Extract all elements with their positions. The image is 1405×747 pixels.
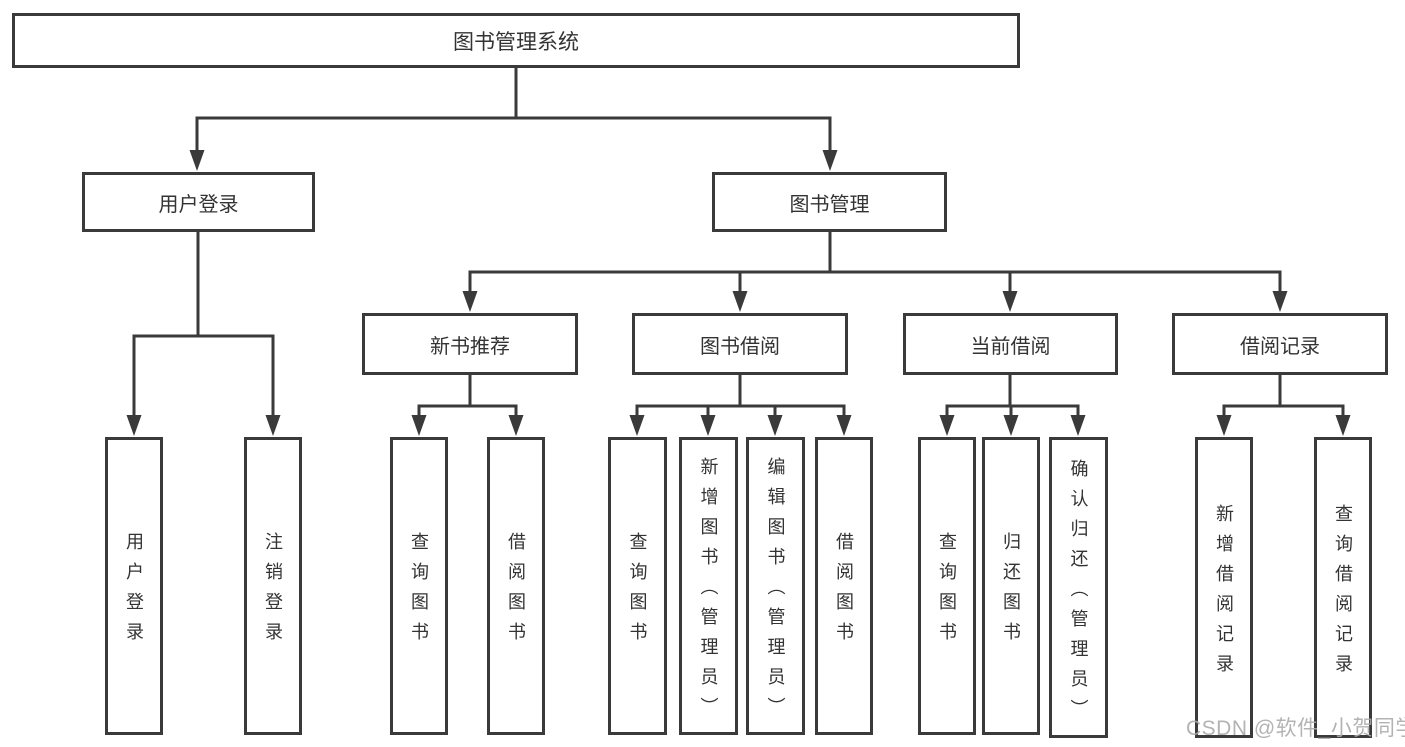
leaf-borrowing-edit-books-admin-label: 编辑图书（管理员）: [765, 457, 786, 727]
leaf-current-confirm-return-admin-label: 确认归还（管理员）: [1068, 458, 1089, 729]
node-book-management: 图书管理: [712, 172, 947, 232]
leaf-current-return-books: 归还图书: [982, 437, 1040, 735]
node-user-login: 用户登录: [82, 172, 315, 232]
leaf-borrowing-borrow-books-label: 借阅图书: [834, 532, 854, 652]
leaf-current-return-books-label: 归还图书: [1001, 532, 1021, 652]
leaf-borrowing-edit-books-admin: 编辑图书（管理员）: [746, 437, 805, 735]
node-current-borrowing: 当前借阅: [903, 313, 1118, 375]
leaf-newbook-query-books-label: 查询图书: [409, 532, 429, 652]
leaf-records-add-record-label: 新增借阅记录: [1214, 503, 1234, 684]
leaf-logout-label: 注销登录: [263, 532, 283, 652]
leaf-borrowing-add-books-admin-label: 新增图书（管理员）: [698, 457, 719, 727]
leaf-current-confirm-return-admin: 确认归还（管理员）: [1049, 437, 1108, 738]
leaf-borrowing-add-books-admin: 新增图书（管理员）: [679, 437, 738, 735]
leaf-logout: 注销登录: [244, 437, 302, 735]
leaf-user-login-label: 用户登录: [124, 532, 144, 652]
leaf-newbook-borrow-books: 借阅图书: [487, 437, 545, 735]
leaf-user-login: 用户登录: [105, 437, 163, 735]
node-new-book-recommendation: 新书推荐: [362, 313, 578, 375]
leaf-current-query-books-label: 查询图书: [937, 532, 957, 652]
node-book-borrowing: 图书借阅: [632, 313, 848, 375]
leaf-records-query-record-label: 查询借阅记录: [1333, 503, 1353, 684]
csdn-watermark: CSDN @软件_小贺同学: [1186, 717, 1405, 740]
leaf-newbook-borrow-books-label: 借阅图书: [506, 532, 526, 652]
leaf-borrowing-query-books-label: 查询图书: [627, 532, 648, 652]
leaf-borrowing-borrow-books: 借阅图书: [815, 437, 873, 735]
leaf-borrowing-query-books: 查询图书: [608, 437, 667, 735]
node-borrowing-records: 借阅记录: [1172, 313, 1388, 375]
leaf-records-add-record: 新增借阅记录: [1195, 437, 1253, 738]
leaf-records-query-record: 查询借阅记录: [1314, 437, 1372, 738]
leaf-newbook-query-books: 查询图书: [390, 437, 448, 735]
leaf-current-query-books: 查询图书: [918, 437, 976, 735]
node-library-system: 图书管理系统: [12, 13, 1020, 68]
